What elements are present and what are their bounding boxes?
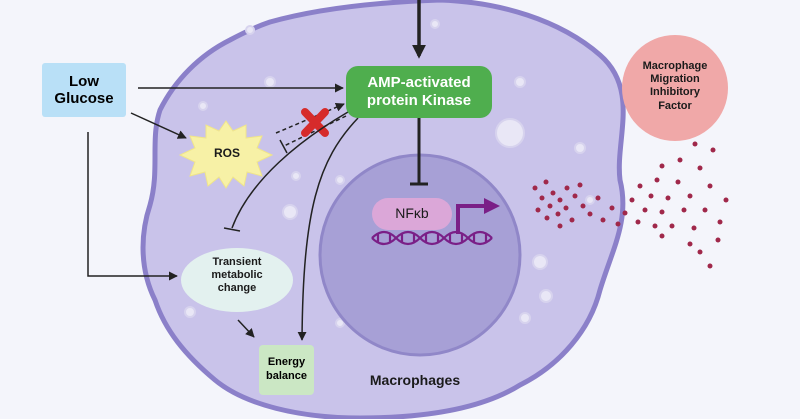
nfkb-oval	[372, 198, 452, 230]
transient-ellipse	[181, 248, 293, 312]
inhibit-bar-ros	[279, 139, 288, 154]
mif-secretion-dots	[532, 141, 729, 269]
arrow-transient-energy	[237, 319, 255, 338]
dna-helix	[371, 230, 493, 246]
ampk-label: AMP-activated protein Kinase	[366, 74, 472, 109]
block-x-icon	[301, 108, 329, 137]
inhibit-bar-transient	[223, 227, 241, 232]
ampk-node: AMP-activated protein Kinase	[346, 66, 492, 118]
ros-label: ROS	[213, 146, 240, 160]
low-glucose-label: Low Glucose	[54, 72, 114, 107]
dashed-ampk-inhibit-ros	[283, 115, 347, 147]
energy-balance-label: Energy balance	[266, 356, 307, 382]
mif-circle	[622, 35, 728, 141]
arrow-ampk-energy	[297, 117, 359, 341]
nfkb-label: NFκb	[395, 205, 429, 221]
arrow-lowglucose-transient	[87, 132, 178, 281]
macrophages-label: Macrophages	[369, 372, 461, 388]
transient-label: Transient metabolic change	[211, 256, 263, 295]
transcription-arrow	[456, 204, 486, 234]
low-glucose-node: Low Glucose	[42, 63, 126, 117]
transcription-arrowhead	[484, 198, 500, 214]
inhibit-ampk-transient	[231, 111, 349, 229]
arrow-lowglucose-ros	[130, 112, 187, 139]
mif-label: Macrophage Migration Inhibitory Factor	[642, 60, 708, 112]
energy-balance-node: Energy balance	[259, 345, 314, 395]
ros-burst	[178, 120, 274, 189]
